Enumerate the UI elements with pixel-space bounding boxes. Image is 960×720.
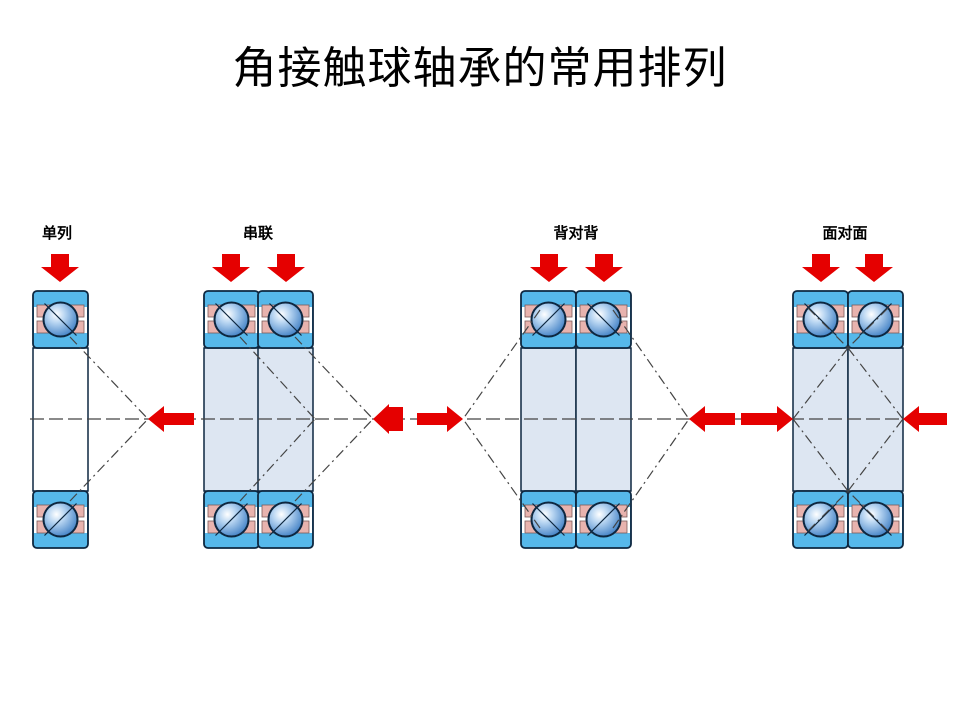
contact-line: [269, 303, 302, 336]
label-single-row: 单列: [41, 224, 73, 242]
label-face-to-face: 面对面: [822, 224, 868, 242]
ring-section-top: [847, 290, 904, 349]
contact-line: [587, 303, 620, 336]
ring-section-bottom: [847, 490, 904, 549]
contact-line: [215, 503, 248, 536]
axial-load-arrow-ftf-1: [802, 254, 840, 282]
axial-load-arrow-btb-2: [585, 254, 623, 282]
pressure-line: [807, 490, 849, 532]
axial-load-arrow-back-to-back-right: [689, 406, 735, 432]
contact-line: [44, 503, 77, 536]
pressure-line: [847, 347, 904, 420]
axial-load-arrow-btb-1: [530, 254, 568, 282]
label-tandem: 串联: [242, 224, 274, 242]
ring-section-bottom: [257, 490, 314, 549]
pressure-line: [462, 418, 541, 529]
pressure-line: [69, 336, 149, 420]
ring-section-top: [575, 290, 632, 349]
contact-line: [859, 503, 892, 536]
axial-load-arrow-tandem: [373, 404, 403, 434]
ring-section-top: [792, 290, 849, 349]
axial-load-arrow-tandem-2: [267, 254, 305, 282]
contact-line: [859, 303, 892, 336]
ring-section-top: [520, 290, 577, 349]
ring-section-bottom: [520, 490, 577, 549]
ring-section-top: [203, 290, 260, 349]
ring-section-bottom: [32, 490, 89, 549]
axial-load-arrow-face-to-face-left: [741, 406, 793, 432]
pressure-line: [792, 418, 849, 492]
ring-section-bottom: [575, 490, 632, 549]
bearing-face-to-face-2: [847, 290, 904, 549]
page-title: 角接触球轴承的常用排列: [232, 43, 728, 94]
pressure-line: [792, 347, 849, 420]
contact-line: [44, 303, 77, 336]
ring-section-bottom: [203, 490, 260, 549]
contact-line: [532, 303, 565, 336]
contact-line: [587, 503, 620, 536]
label-back-to-back: 背对背: [553, 224, 599, 242]
pressure-line: [239, 418, 316, 502]
axial-load-arrow-back-to-back-left: [417, 406, 463, 432]
contact-line: [532, 503, 565, 536]
radial-reaction-arrow-single: [148, 406, 194, 432]
ring-section-top: [257, 290, 314, 349]
pressure-line: [294, 418, 374, 502]
pressure-line: [847, 490, 889, 532]
contact-line: [215, 303, 248, 336]
contact-line: [269, 503, 302, 536]
pressure-line: [69, 418, 149, 502]
pressure-line: [847, 418, 904, 492]
axial-load-arrow-tandem-1: [212, 254, 250, 282]
pressure-line: [847, 307, 889, 349]
ring-section-top: [32, 290, 89, 349]
contact-line: [804, 503, 837, 536]
pressure-line: [462, 309, 541, 420]
pressure-line: [807, 307, 849, 349]
pressure-line: [294, 336, 374, 420]
axial-load-arrow-face-to-face-right: [903, 406, 947, 432]
pressure-line: [239, 336, 316, 420]
axial-load-arrow-single: [41, 254, 79, 282]
axial-load-arrow-ftf-2: [855, 254, 893, 282]
pressure-line: [612, 309, 690, 420]
pressure-line: [612, 418, 690, 529]
contact-line: [804, 303, 837, 336]
